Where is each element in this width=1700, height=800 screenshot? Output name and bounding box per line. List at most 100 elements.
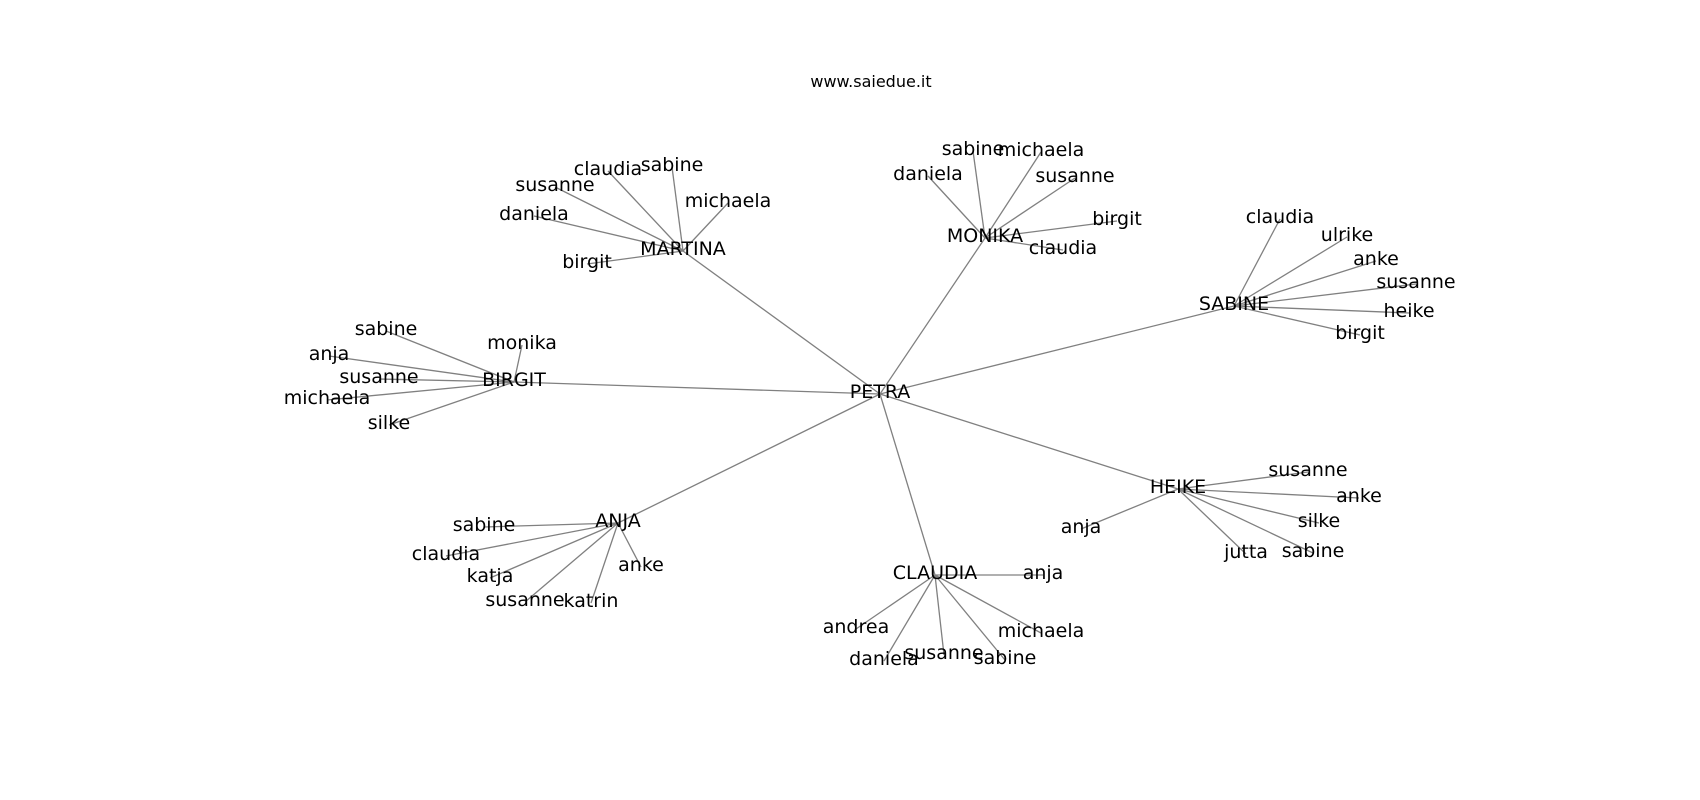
center-hub-edge: [682, 250, 881, 395]
leaf-node-label: katrin: [564, 590, 619, 612]
leaf-node-label: birgit: [562, 251, 612, 273]
leaf-node-label: anke: [1336, 485, 1382, 507]
center-hub-edge: [879, 393, 936, 576]
hub-leaf-edge: [934, 574, 945, 656]
leaf-node-label: susanne: [1035, 165, 1114, 187]
center-hub-edge: [513, 381, 881, 395]
leaf-node-label: sabine: [1282, 540, 1345, 562]
leaf-node-label: susanne: [1376, 271, 1455, 293]
hub-leaf-edge: [1177, 488, 1314, 554]
hub-leaf-edge: [1233, 305, 1361, 336]
center-hub-edge: [879, 305, 1235, 395]
leaf-node-label: katja: [467, 565, 514, 587]
center-hub-edge: [879, 237, 986, 395]
hub-leaf-edge: [445, 522, 619, 557]
hub-leaf-edge: [328, 355, 515, 383]
hub-leaf-edge: [1080, 488, 1179, 530]
center-hub-edge: [617, 393, 881, 524]
leaf-node-label: birgit: [1335, 322, 1385, 344]
hub-leaf-edge: [489, 522, 619, 579]
leaf-node-label: monika: [487, 332, 557, 354]
hub-leaf-edge: [1233, 218, 1281, 307]
hub-node-label: CLAUDIA: [893, 562, 977, 584]
graph-edges: [326, 150, 1417, 662]
hub-leaf-edge: [1233, 236, 1348, 307]
hub-leaf-edge: [855, 574, 936, 630]
hub-leaf-edge: [984, 177, 1076, 239]
leaf-node-label: susanne: [904, 642, 983, 664]
leaf-node-label: daniela: [849, 648, 919, 670]
hub-leaf-edge: [972, 150, 986, 239]
hub-node-label: BIRGIT: [482, 369, 546, 391]
hub-node-label: SABINE: [1199, 293, 1269, 315]
hub-leaf-edge: [554, 186, 684, 252]
hub-leaf-edge: [671, 166, 684, 252]
hub-leaf-edge: [590, 522, 619, 604]
leaf-node-label: claudia: [574, 158, 642, 180]
center-node-label: PETRA: [850, 381, 911, 403]
hub-leaf-edge: [617, 522, 642, 568]
leaf-node-label: heike: [1383, 300, 1434, 322]
leaf-node-label: sabine: [942, 138, 1005, 160]
leaf-node-label: silke: [1298, 510, 1340, 532]
leaf-node-label: andrea: [823, 616, 889, 638]
hub-node-label: HEIKE: [1150, 476, 1206, 498]
hub-leaf-edge: [934, 574, 1042, 634]
hub-leaf-edge: [682, 202, 729, 252]
hub-leaf-edge: [1233, 305, 1410, 314]
leaf-node-label: anke: [618, 554, 664, 576]
leaf-node-label: ulrike: [1321, 224, 1373, 246]
leaf-node-label: susanne: [515, 174, 594, 196]
leaf-node-label: sabine: [974, 647, 1037, 669]
leaf-node-label: michaela: [284, 387, 371, 409]
leaf-node-label: claudia: [412, 543, 480, 565]
graph-labels: claudiasabinesusannemichaeladanielabirgi…: [284, 138, 1456, 670]
hub-leaf-edge: [385, 330, 515, 383]
leaf-node-label: sabine: [453, 514, 516, 536]
hub-leaf-edge: [378, 378, 515, 383]
leaf-node-label: daniela: [893, 163, 963, 185]
hub-leaf-edge: [934, 574, 1006, 661]
hub-leaf-edge: [1177, 471, 1309, 490]
hub-leaf-edge: [1177, 488, 1360, 499]
leaf-node-label: susanne: [339, 366, 418, 388]
hub-node-label: MARTINA: [640, 238, 726, 260]
hub-node-label: ANJA: [595, 510, 640, 532]
hub-leaf-edge: [883, 574, 936, 662]
leaf-node-label: daniela: [499, 203, 569, 225]
leaf-node-label: michaela: [998, 139, 1085, 161]
hub-leaf-edge: [984, 151, 1042, 239]
hub-node-label: MONIKA: [947, 225, 1023, 247]
leaf-node-label: susanne: [1268, 459, 1347, 481]
leaf-node-label: anja: [309, 343, 350, 365]
hub-leaf-edge: [533, 215, 684, 252]
leaf-node-label: michaela: [685, 190, 772, 212]
hub-leaf-edge: [483, 522, 619, 528]
leaf-node-label: sabine: [355, 318, 418, 340]
graph-title: www.saiedue.it: [810, 72, 931, 91]
hub-leaf-edge: [524, 522, 619, 603]
leaf-node-label: susanne: [485, 589, 564, 611]
hub-leaf-edge: [586, 250, 684, 265]
leaf-node-label: sabine: [641, 154, 704, 176]
leaf-node-label: anke: [1353, 248, 1399, 270]
hub-leaf-edge: [1233, 260, 1377, 307]
leaf-node-label: silke: [368, 412, 410, 434]
hub-leaf-edge: [1233, 283, 1417, 307]
leaf-node-label: claudia: [1246, 206, 1314, 228]
leaf-node-label: jutta: [1223, 541, 1268, 563]
hub-leaf-edge: [607, 170, 684, 252]
hub-leaf-edge: [513, 344, 523, 383]
hub-leaf-edge: [1177, 488, 1320, 524]
leaf-node-label: anja: [1061, 516, 1102, 538]
hub-leaf-edge: [927, 175, 986, 239]
leaf-node-label: michaela: [998, 620, 1085, 642]
hub-leaf-edge: [388, 381, 515, 426]
hub-leaf-edge: [984, 237, 1064, 251]
center-hub-edge: [879, 393, 1179, 490]
hub-leaf-edge: [326, 381, 515, 401]
leaf-node-label: birgit: [1092, 208, 1142, 230]
hub-leaf-edge: [1177, 488, 1247, 555]
leaf-node-label: claudia: [1029, 237, 1097, 259]
